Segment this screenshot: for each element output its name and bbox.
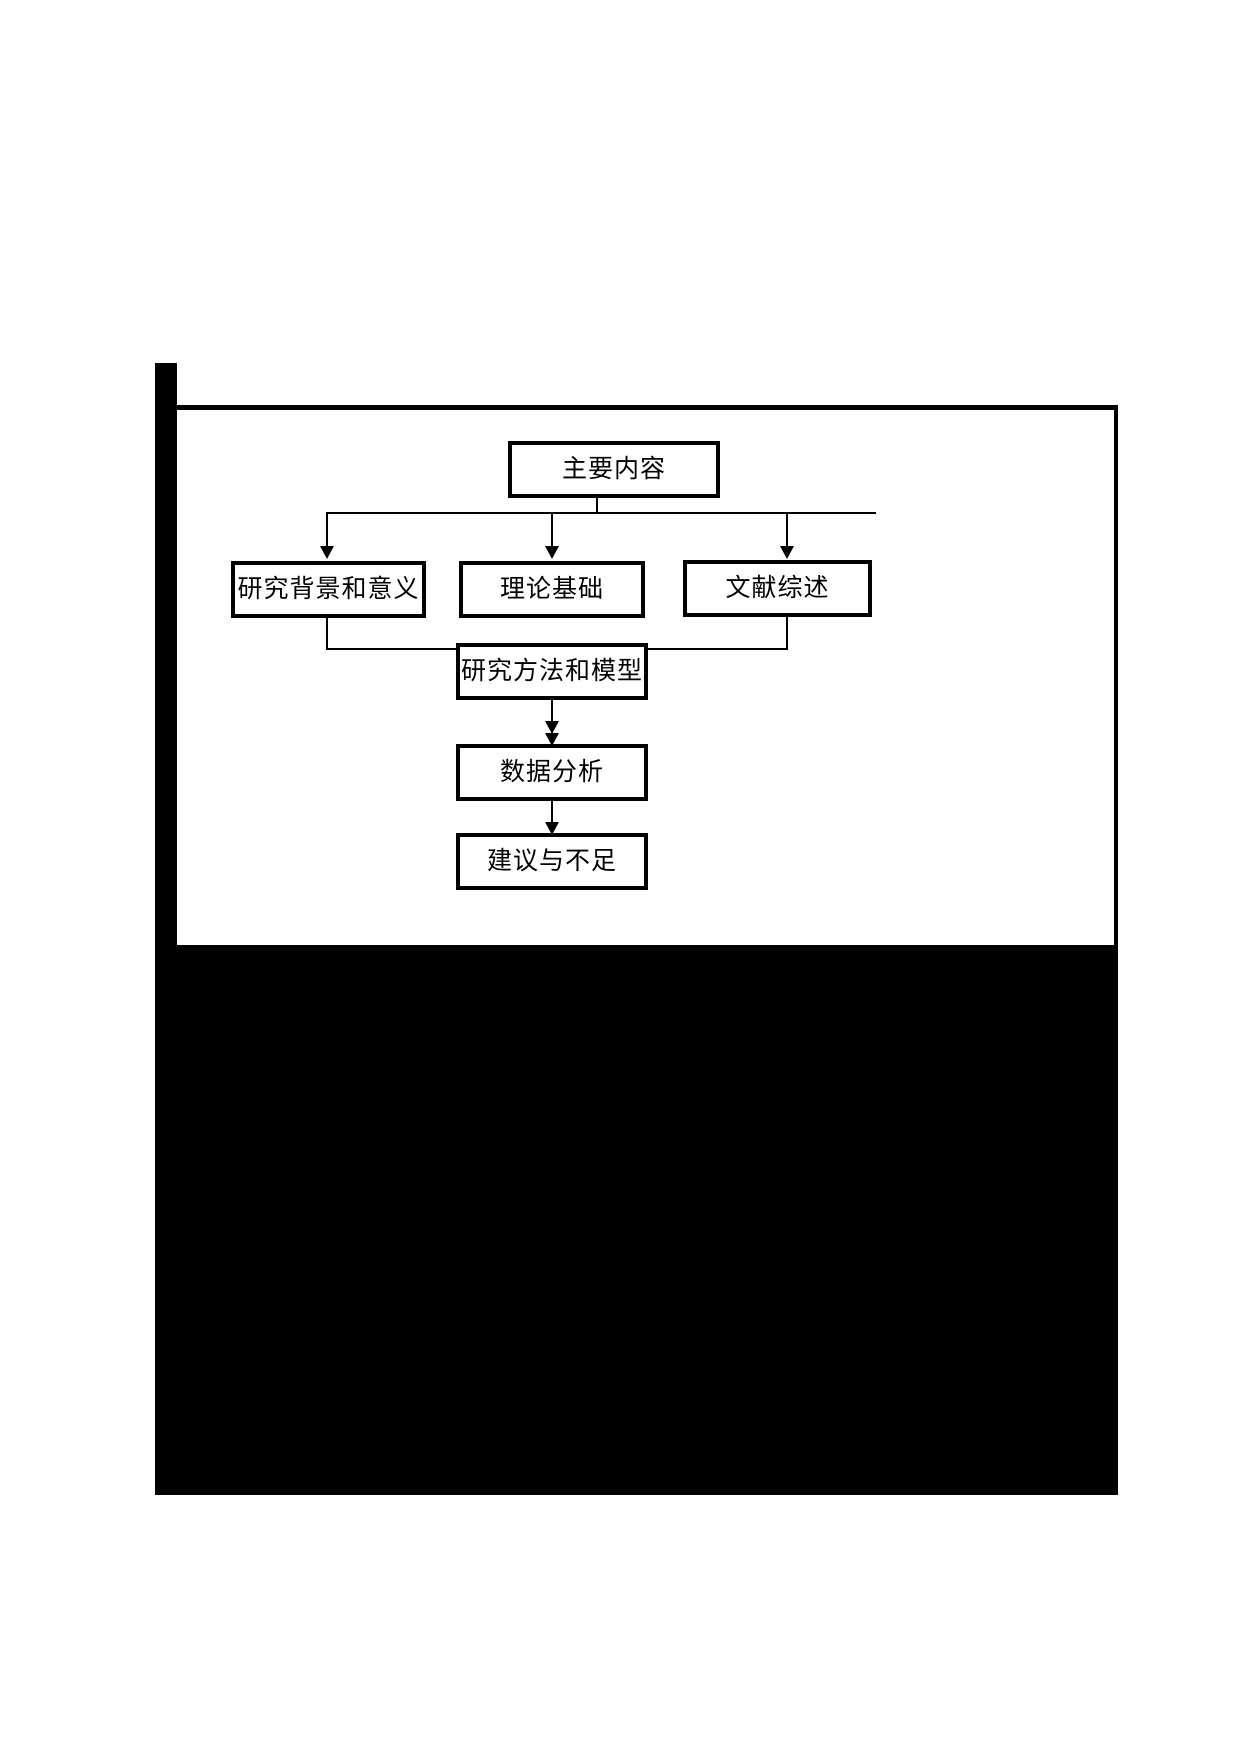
flow-node-advice-limitations[interactable]: 建议与不足 [456, 833, 648, 890]
connector-branch-center [551, 512, 553, 548]
flow-node-theoretical-basis[interactable]: 理论基础 [459, 561, 645, 618]
frame-left-bar [155, 363, 177, 945]
connector-branch-bus [326, 512, 876, 514]
arrowhead-to-data-analysis [545, 733, 559, 746]
connector-branch-right [786, 512, 788, 548]
flow-node-research-background[interactable]: 研究背景和意义 [231, 561, 426, 618]
connector-data-to-advice [551, 801, 553, 828]
arrowhead-to-background [320, 546, 334, 559]
flow-node-label: 文献综述 [725, 575, 830, 602]
flow-node-data-analysis[interactable]: 数据分析 [456, 744, 648, 801]
flow-node-research-method-model[interactable]: 研究方法和模型 [456, 643, 648, 700]
connector-merge-right [786, 617, 788, 650]
arrowhead-to-theory [545, 546, 559, 559]
connector-main-stem [596, 498, 598, 514]
flow-node-label: 主要内容 [561, 456, 666, 483]
black-fill-block [155, 945, 1118, 1495]
flow-node-main-content[interactable]: 主要内容 [508, 441, 720, 498]
flow-node-label: 理论基础 [499, 576, 604, 603]
flow-node-label: 研究方法和模型 [460, 658, 643, 685]
flow-node-label: 研究背景和意义 [237, 576, 420, 603]
connector-merge-left [326, 618, 328, 650]
flow-node-label: 建议与不足 [486, 848, 617, 875]
arrowhead-to-advice [545, 822, 559, 835]
frame-top-bar [177, 405, 1118, 410]
arrowhead-to-literature [780, 546, 794, 559]
frame-right-bar [1114, 405, 1118, 945]
flow-node-literature-review[interactable]: 文献综述 [683, 560, 872, 617]
connector-method-to-data [551, 700, 553, 736]
flow-node-label: 数据分析 [499, 759, 604, 786]
connector-branch-left [326, 512, 328, 548]
